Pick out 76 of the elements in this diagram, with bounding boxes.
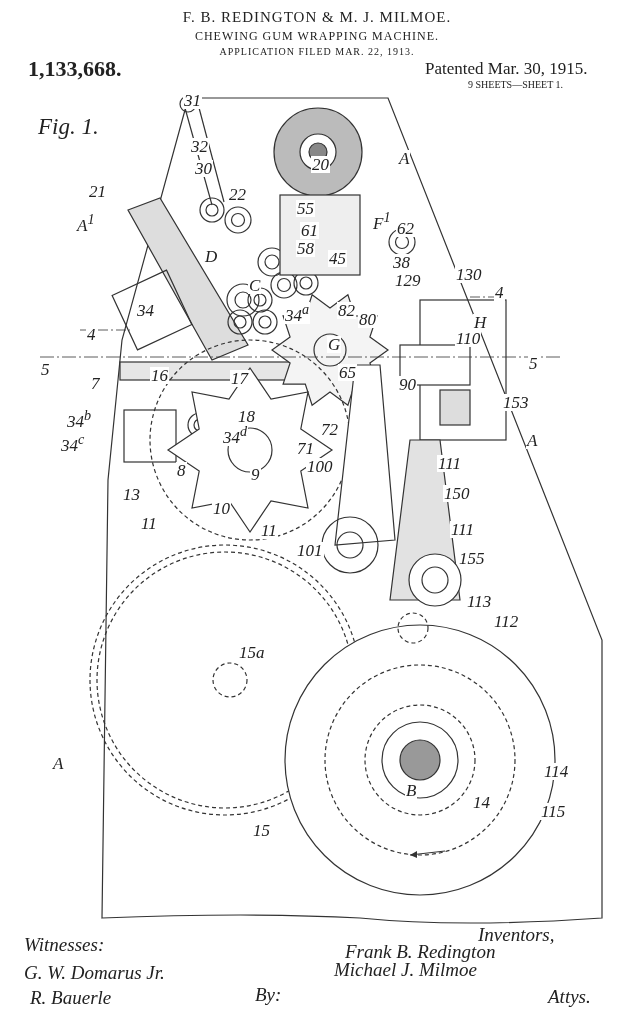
callout-number: F$^{1}$ — [372, 210, 392, 232]
callout-number: 129 — [394, 272, 422, 289]
callout-number: G — [327, 336, 342, 353]
callout-number: 115 — [540, 803, 567, 820]
callout-number: H — [473, 314, 488, 331]
callout-number: 71 — [296, 440, 315, 457]
callout-number: 61 — [300, 222, 319, 239]
callout-number: 22 — [228, 186, 247, 203]
callout-number: 55 — [296, 200, 315, 217]
callout-number: A$^{1}$ — [76, 212, 96, 234]
callout-number: 155 — [458, 550, 486, 567]
callout-number: 16 — [150, 367, 169, 384]
callout-number: 82 — [337, 302, 356, 319]
callout-number: 100 — [306, 458, 334, 475]
callout-number: 130 — [455, 266, 483, 283]
callout-number: D — [204, 248, 219, 265]
callout-number: 45 — [328, 250, 347, 267]
callout-number: 17 — [230, 370, 249, 387]
callout-number: 34$^{d}$ — [222, 424, 249, 446]
callout-number: 72 — [320, 421, 339, 438]
callout-number: 11 — [140, 515, 158, 532]
sheet-number: 9 SHEETS—SHEET 1. — [468, 80, 564, 90]
callout-number: 18 — [237, 408, 256, 425]
callout-number: 34$^{b}$ — [66, 408, 93, 430]
callout-number: 114 — [543, 763, 570, 780]
callout-number: 15a — [238, 644, 266, 661]
callout-number: 15 — [252, 822, 271, 839]
callout-number: 34$^{a}$ — [284, 302, 311, 324]
callout-number: 65 — [338, 364, 357, 381]
callout-number: 11 — [260, 522, 278, 539]
callout-number: 112 — [493, 613, 520, 630]
callout-number: 5 — [528, 355, 539, 372]
callout-number: 62 — [396, 220, 415, 237]
callout-number: 32 — [190, 138, 209, 155]
callout-number: A — [526, 432, 539, 449]
callout-number: 10 — [212, 500, 231, 517]
callout-number: 80 — [358, 311, 377, 328]
callout-number: 5 — [40, 361, 51, 378]
callout-number: 153 — [502, 394, 530, 411]
callout-number: 150 — [443, 485, 471, 502]
callout-number: 30 — [194, 160, 213, 177]
callout-number: 110 — [455, 330, 482, 347]
callout-number: A — [398, 150, 411, 167]
callout-number: 4 — [494, 284, 505, 301]
callout-number: 13 — [122, 486, 141, 503]
patent-number: 1,133,668. — [28, 58, 122, 80]
by-text: By: — [255, 985, 282, 1004]
patent-header: F. B. REDINGTON & M. J. MILMOE. — [182, 10, 452, 25]
callout-number: 14 — [472, 794, 491, 811]
callout-number: 34 — [136, 302, 155, 319]
inventors-heading: Inventors, — [478, 925, 555, 944]
callout-number: 58 — [296, 240, 315, 257]
callout-number: 8 — [176, 462, 187, 479]
callout-number: 101 — [296, 542, 324, 559]
callout-number: 20 — [311, 156, 330, 173]
callout-number: 38 — [392, 254, 411, 271]
handwritten-signature: G. W. Domarus Jr. — [24, 963, 165, 982]
callout-number: B — [405, 782, 418, 799]
witnesses-heading: Witnesses: — [24, 935, 105, 954]
callout-number: 111 — [437, 455, 462, 472]
callout-number: 21 — [88, 183, 107, 200]
invention-title: CHEWING GUM WRAPPING MACHINE. — [194, 30, 440, 42]
callout-number: 111 — [450, 521, 475, 538]
callout-number: 7 — [90, 375, 101, 392]
callout-number: 90 — [398, 376, 417, 393]
figure-label: Fig. 1. — [38, 115, 99, 138]
callout-number: A — [52, 755, 65, 772]
callout-number: 113 — [466, 593, 493, 610]
callout-number: C — [248, 277, 262, 294]
callout-number: 4 — [86, 326, 97, 343]
filing-date: APPLICATION FILED MAR. 22, 1913. — [219, 47, 415, 57]
attorneys-text: Attys. — [548, 987, 591, 1006]
patent-date: Patented Mar. 30, 1915. — [425, 60, 588, 77]
callout-number: 9 — [250, 466, 261, 483]
handwritten-signature: R. Bauerle — [30, 988, 112, 1007]
callout-number: 31 — [183, 92, 202, 109]
